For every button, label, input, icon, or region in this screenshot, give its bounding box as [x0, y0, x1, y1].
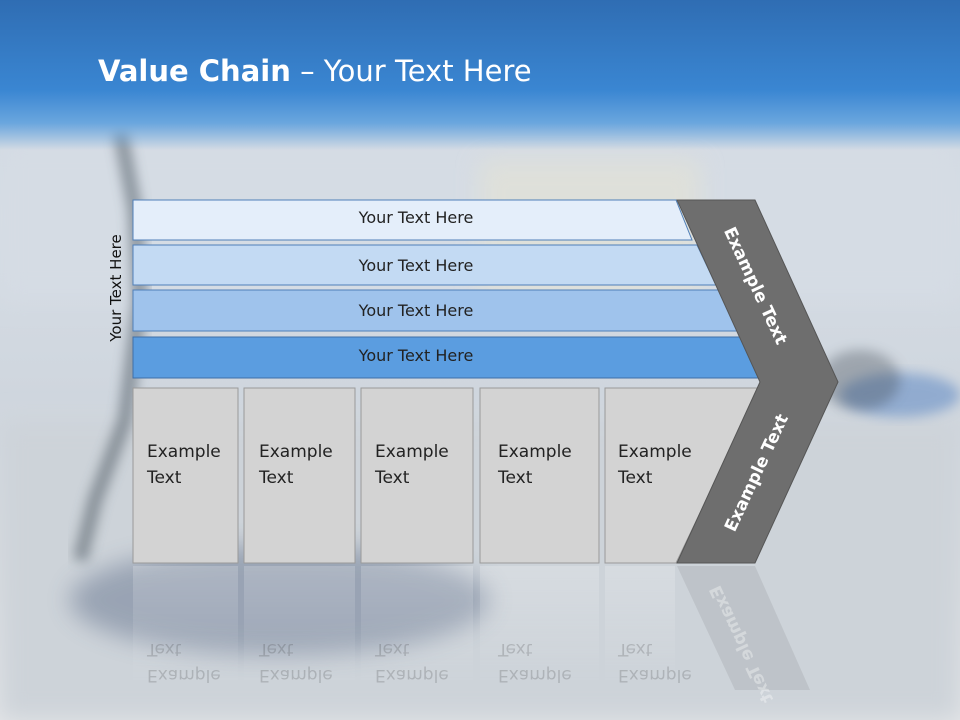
title-rest: – Your Text Here — [290, 54, 532, 88]
bar-1 — [132, 199, 693, 241]
box-3 — [360, 387, 474, 564]
box-1 — [132, 387, 239, 564]
box-5 — [604, 387, 761, 564]
bar-label-4: Your Text Here — [358, 346, 474, 365]
side-label: Your Text Here — [107, 234, 125, 342]
header-band — [0, 0, 960, 150]
slide-title: Value Chain – Your Text Here — [98, 54, 532, 88]
chevron-arrow — [676, 199, 839, 564]
box-4 — [479, 387, 600, 564]
title-bold: Value Chain — [98, 54, 291, 88]
bar-label-3: Your Text Here — [358, 301, 474, 320]
bar-label-2: Your Text Here — [358, 256, 474, 275]
reflection — [133, 566, 810, 690]
bar-label-1: Your Text Here — [358, 208, 474, 227]
box-2 — [243, 387, 356, 564]
